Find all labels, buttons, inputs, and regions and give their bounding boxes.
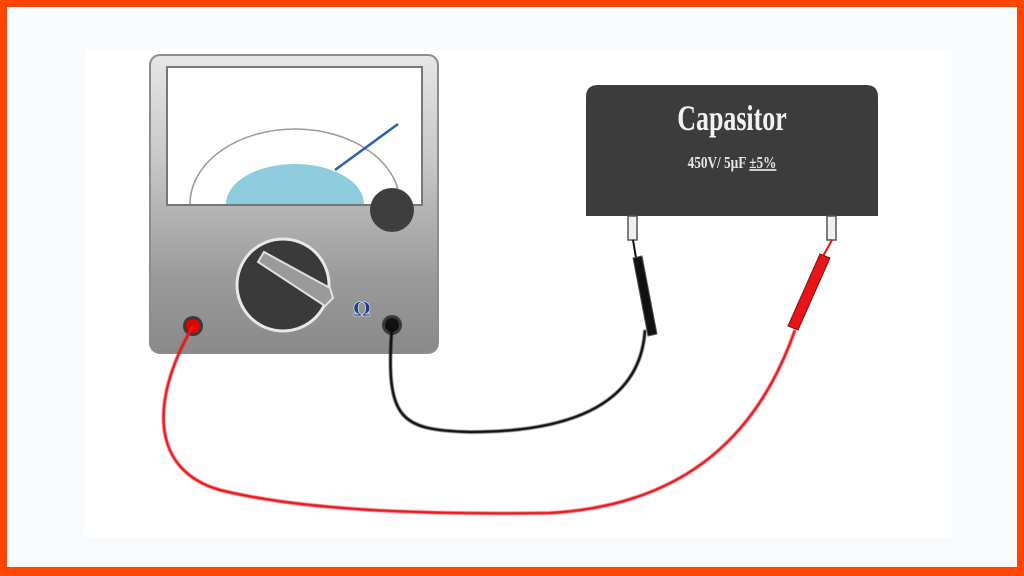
black-lead[interactable] [388, 239, 658, 434]
meter-needle [334, 122, 399, 172]
red-lead[interactable] [162, 239, 833, 515]
meter-dial-sector [226, 164, 364, 204]
ohm-symbol: Ω [353, 297, 371, 321]
capacitor: Capasitor 450V/ 5µF ±5% [586, 85, 878, 241]
common-port[interactable] [385, 318, 399, 332]
zero-adjust-knob[interactable] [370, 188, 414, 232]
selector-pointer [256, 250, 335, 308]
red-lead-wire [162, 325, 797, 515]
capacitor-label: Capasitor [677, 98, 786, 138]
right-capacitor-terminal [826, 215, 837, 241]
red-probe-handle[interactable] [787, 253, 831, 331]
black-lead-wire [388, 325, 647, 434]
meter-scale-arc [189, 128, 401, 205]
multimeter: Ω [149, 54, 439, 354]
left-capacitor-terminal [627, 215, 638, 241]
black-probe-handle[interactable] [632, 255, 658, 337]
capacitor-body [586, 85, 878, 216]
capacitor-rating: 450V/ 5µF ±5% [688, 154, 777, 173]
black-lead-tip [632, 239, 637, 259]
